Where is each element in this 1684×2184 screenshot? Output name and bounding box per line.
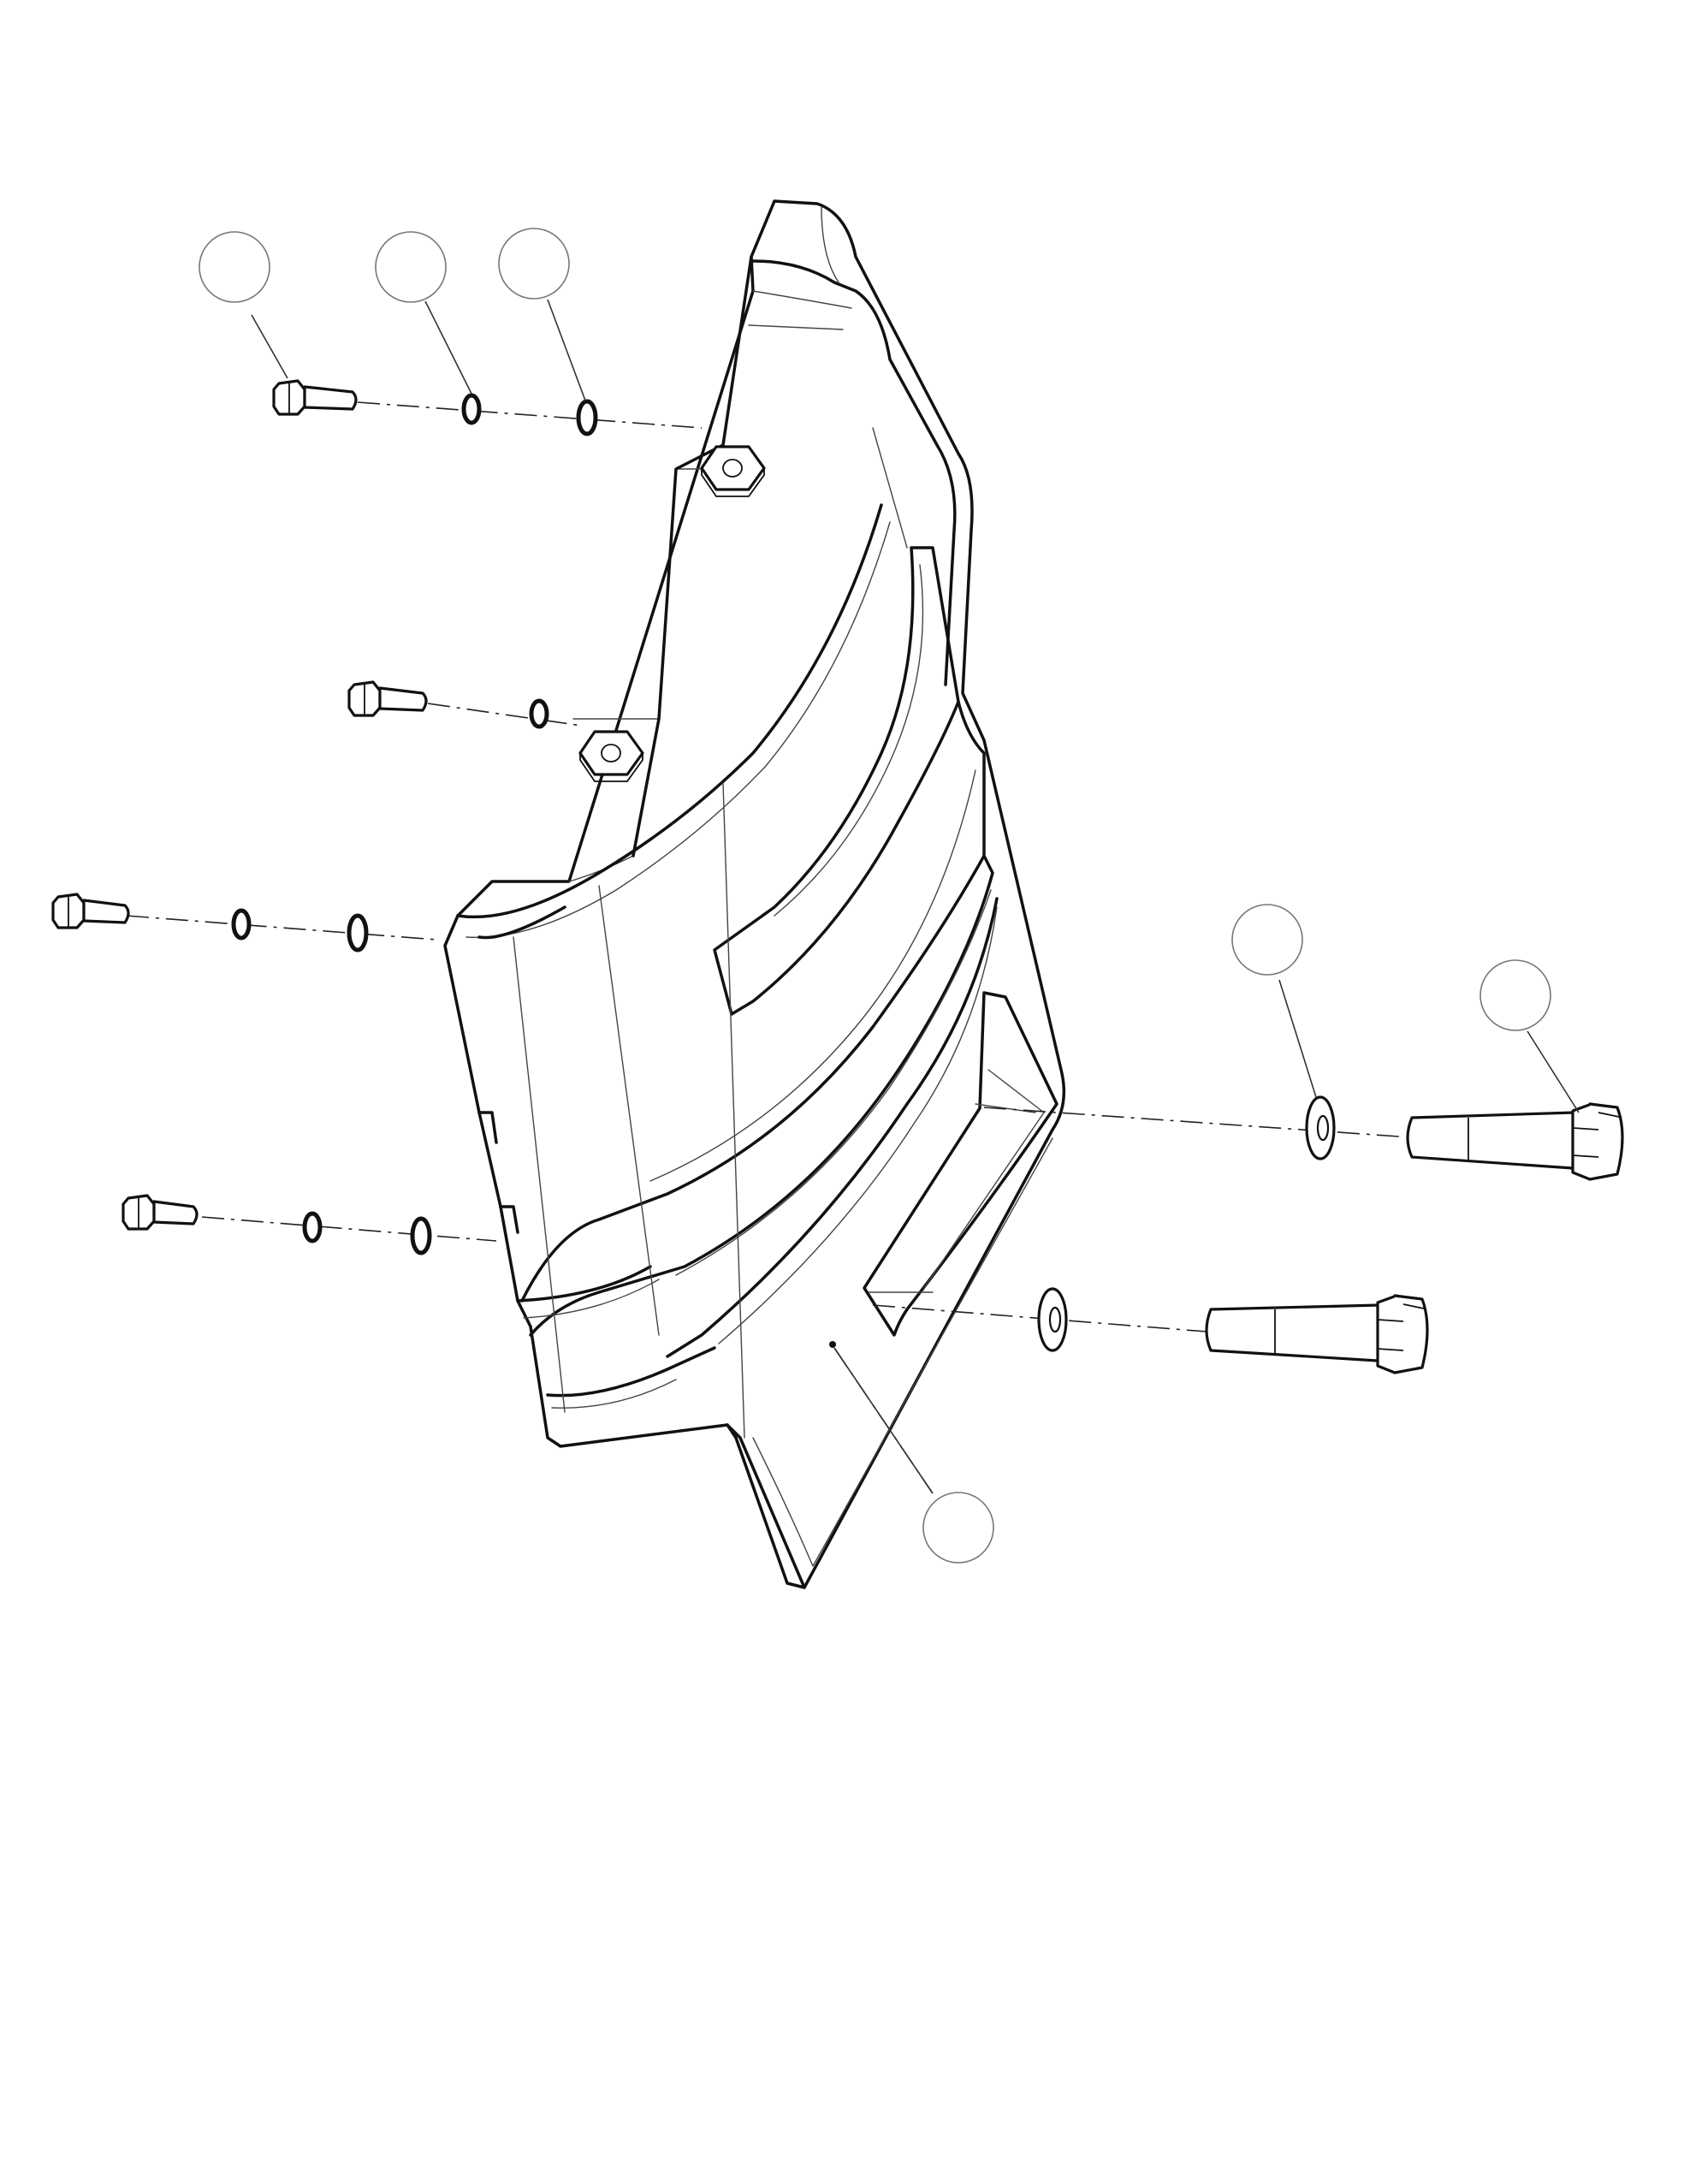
lock-washer-1a — [461, 393, 482, 425]
hex-bolt-upper — [1406, 1102, 1624, 1181]
cap-screw-3 — [51, 893, 130, 929]
leader-lines — [251, 299, 1580, 1494]
item-balloon-1 — [199, 231, 270, 303]
cap-screw-1 — [272, 379, 358, 416]
lock-washer-4a — [302, 1211, 323, 1243]
lock-washer-3a — [231, 908, 252, 941]
reference-point — [829, 1341, 836, 1348]
item-balloon-6 — [922, 1492, 994, 1564]
cap-screw-4 — [122, 1194, 199, 1231]
lock-washer-2 — [529, 698, 549, 729]
item-balloon-5 — [1479, 959, 1551, 1031]
lock-washer-3b — [347, 913, 369, 953]
lock-washer-4b — [410, 1216, 432, 1255]
item-balloon-4 — [1231, 904, 1303, 976]
hex-bolt-lower — [1205, 1294, 1429, 1374]
lock-washer-1b — [576, 399, 598, 436]
item-balloon-3 — [498, 228, 570, 300]
hex-nut-lower — [578, 730, 644, 782]
cap-screw-2 — [347, 680, 428, 717]
flat-washer-upper — [1305, 1095, 1336, 1160]
cover-panel — [443, 199, 1066, 1589]
item-balloon-2 — [375, 231, 447, 303]
hex-nut-upper — [700, 445, 766, 497]
flat-washer-lower — [1037, 1287, 1068, 1352]
